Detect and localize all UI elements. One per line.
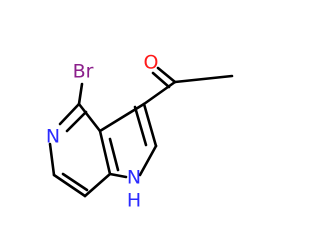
- bond-c7-c7a: [83, 172, 112, 198]
- atom-br-label: Br: [73, 61, 94, 83]
- bond-carbonyl-o-2: [151, 71, 171, 89]
- bond-c4-n5-1: [58, 102, 81, 126]
- atom-o-label: O: [144, 52, 159, 74]
- bond-c3-c2-1: [142, 102, 158, 148]
- atom-nh-n-label: N: [127, 167, 141, 189]
- bond-c3a-c7a-inner: [108, 137, 120, 172]
- bond-carbonyl-methyl: [173, 74, 234, 84]
- bond-n5-c6: [48, 142, 56, 177]
- bond-c4-n5-2: [65, 110, 88, 133]
- bond-c6-c7-2: [61, 172, 89, 192]
- atom-n-pyridine-label: N: [46, 126, 60, 148]
- atom-labels: Br O N N H: [46, 52, 159, 212]
- molecule-canvas: Br O N N H: [45, 51, 234, 212]
- bond-c3a-c4: [77, 102, 102, 133]
- bond-c2-n1: [138, 144, 158, 177]
- bond-c3a-c7a: [98, 129, 112, 176]
- bond-c6-c7-1: [52, 173, 87, 198]
- structure-diagram: Br O N N H: [46, 52, 234, 212]
- atom-nh-h-label: H: [127, 190, 141, 212]
- bond-n1-c7a: [108, 172, 128, 179]
- bond-c4-br: [77, 82, 84, 106]
- bond-c3-carbonyl: [142, 80, 177, 106]
- bond-carbonyl-o-1: [156, 66, 177, 84]
- bonds: [48, 66, 234, 198]
- bond-c3-c2-2: [133, 105, 148, 147]
